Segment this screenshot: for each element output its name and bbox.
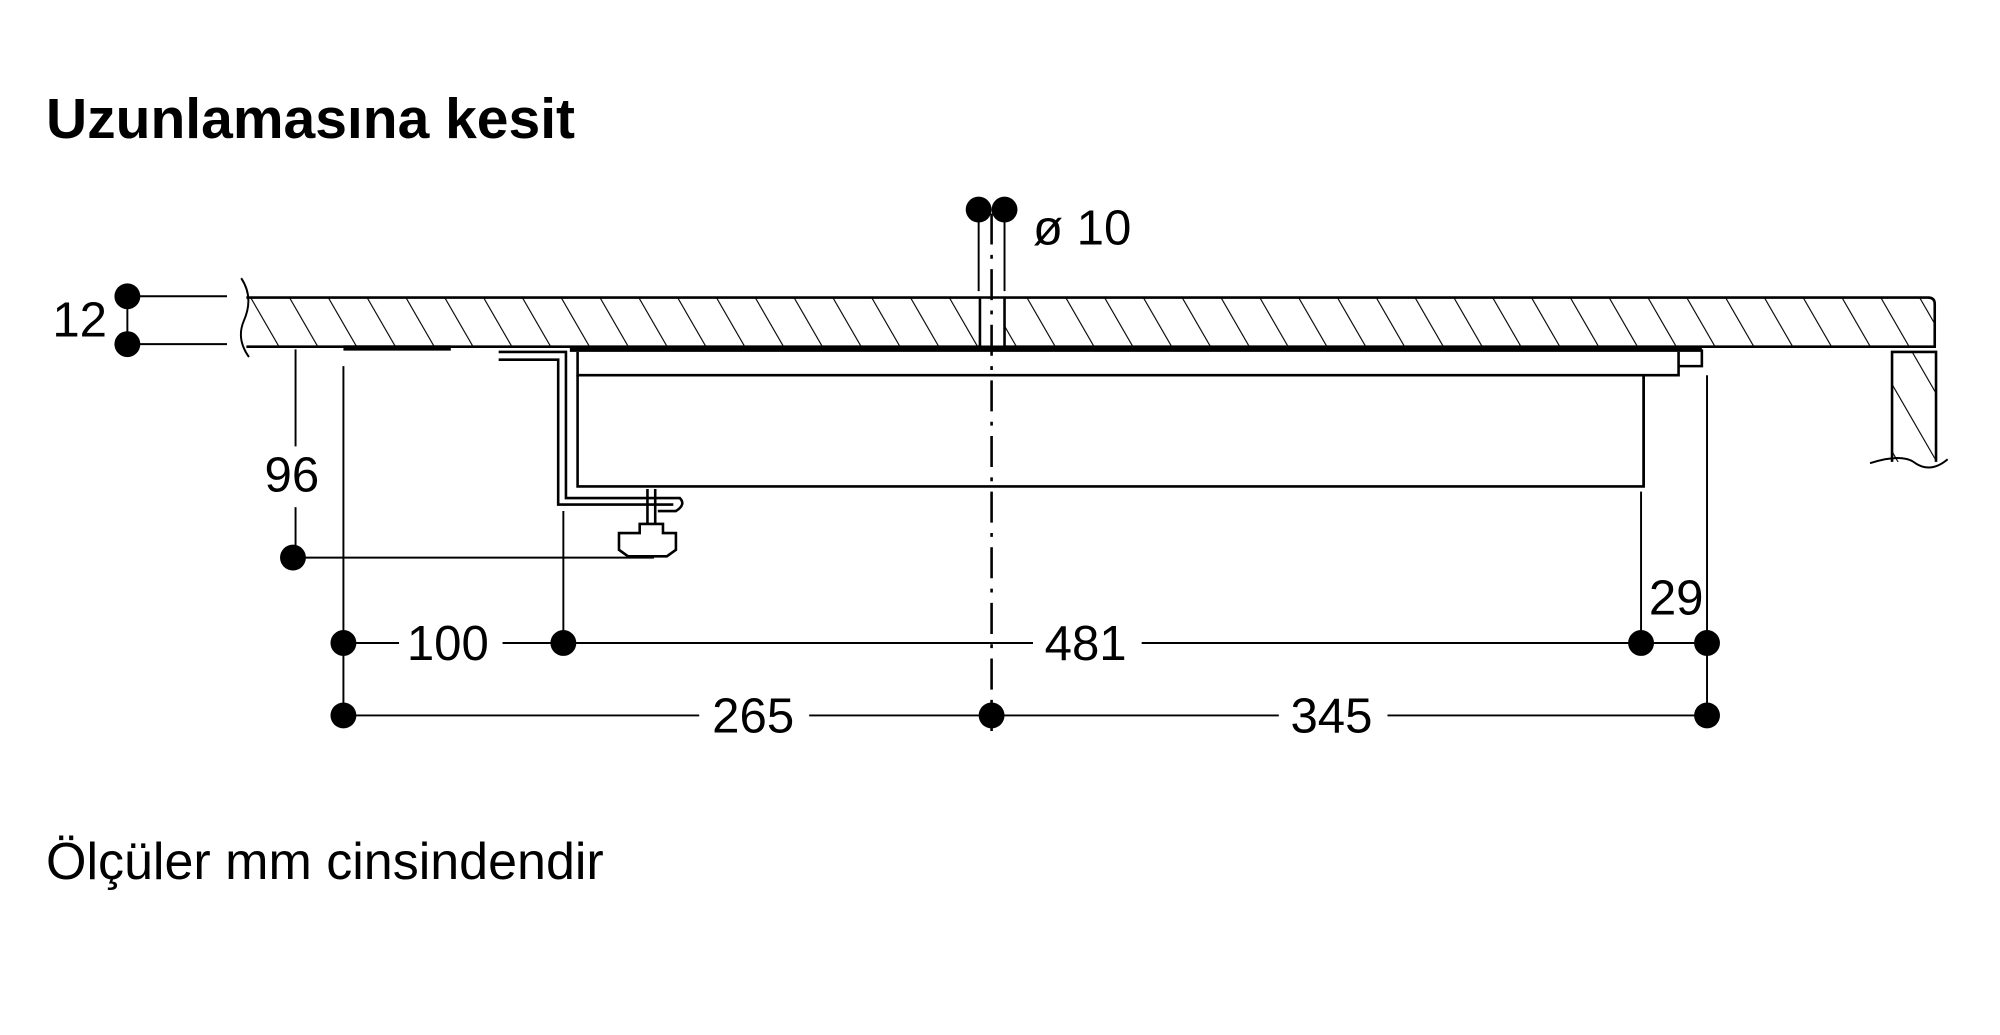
units-note: Ölçüler mm cinsindendir: [46, 833, 604, 891]
cabinet-side: [1869, 350, 1949, 469]
dimension-dots: [114, 196, 1720, 729]
to-center-label: 265: [712, 688, 794, 743]
appliance-body: [343, 345, 1704, 558]
right-offset-label: 29: [1649, 571, 1704, 626]
body-width-label: 481: [1045, 616, 1127, 671]
diameter-label: ø 10: [1033, 201, 1131, 256]
depth-label: 96: [265, 448, 320, 503]
thickness-label: 12: [52, 292, 107, 347]
dimension-lines: [126, 295, 1709, 719]
left-offset-label: 100: [407, 616, 489, 671]
from-center-label: 345: [1290, 688, 1372, 743]
page-title: Uzunlamasına kesit: [46, 87, 576, 151]
countertop: [239, 277, 1937, 358]
